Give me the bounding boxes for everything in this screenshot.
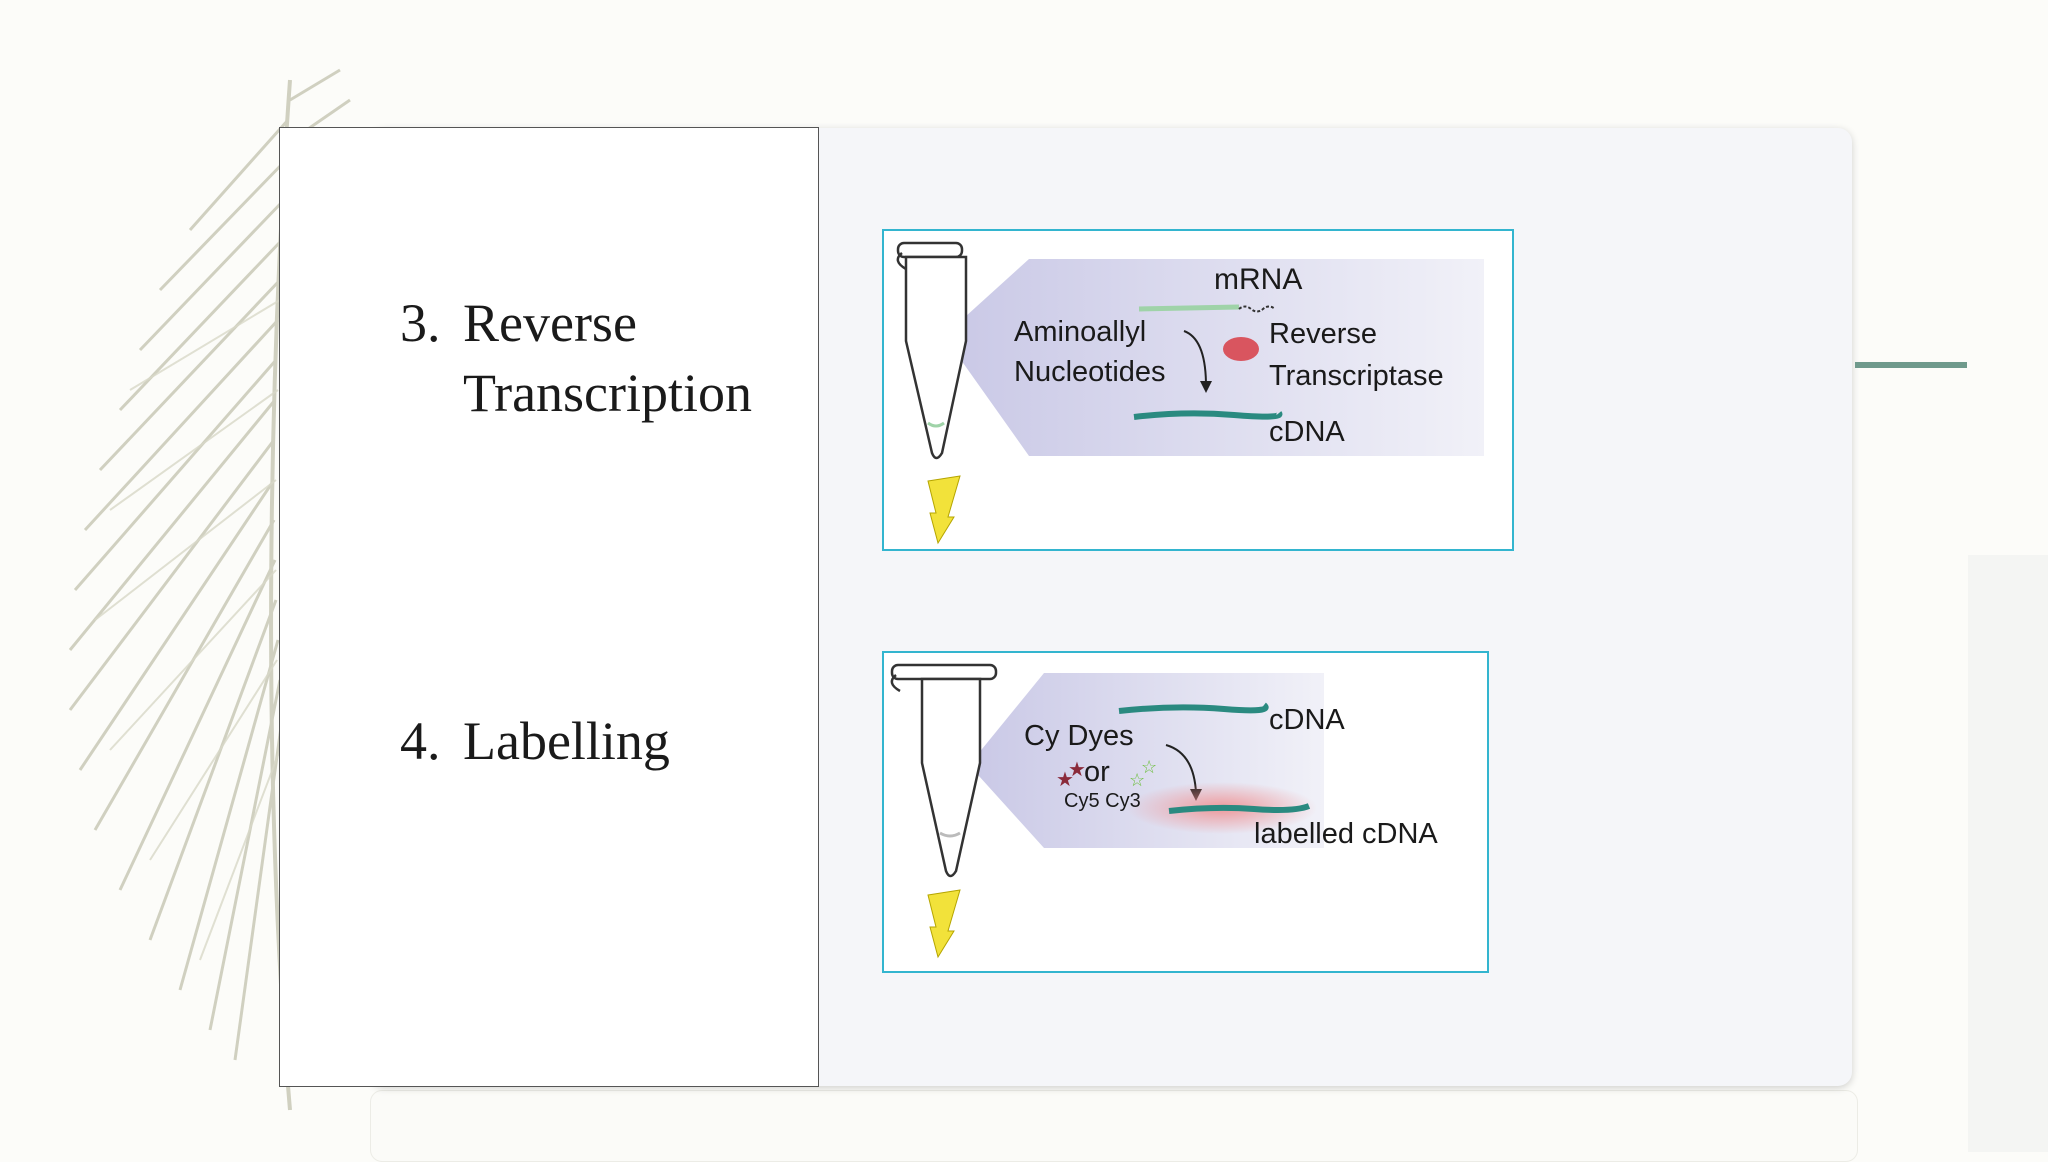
step-title-line1: Labelling	[463, 711, 670, 771]
cy3-star-icon: ☆	[1141, 757, 1157, 777]
microcentrifuge-tube-icon	[890, 663, 998, 878]
transcriptase-label: Transcriptase	[1269, 360, 1444, 392]
right-edge-panel	[1968, 555, 2048, 1152]
step-title-line1: Reverse	[463, 293, 637, 353]
labelled-cdna-strand	[1168, 803, 1311, 814]
aminoallyl-label: Aminoallyl	[1014, 316, 1146, 348]
accent-line	[1855, 362, 1967, 368]
cdna-label: cDNA	[1269, 704, 1345, 736]
cdna-strand	[1118, 702, 1269, 714]
background-card-lower	[370, 1090, 1858, 1162]
fern-leaf-decoration	[68, 68, 376, 1111]
labelled-cdna-label: labelled cDNA	[1254, 818, 1438, 850]
labelling-figure: ★ ★ ☆ ☆ cDNA Cy Dyes or Cy5 Cy3 labelled…	[882, 651, 1489, 973]
mrna-label: mRNA	[1214, 263, 1302, 296]
or-label: or	[1084, 756, 1110, 788]
reverse-label: Reverse	[1269, 318, 1377, 350]
step-number: 3.	[400, 293, 441, 353]
cdna-label: cDNA	[1269, 416, 1345, 448]
cy5-star-icon: ★	[1068, 759, 1086, 781]
nucleotides-label: Nucleotides	[1014, 356, 1166, 388]
cy5-star-icon: ★	[1056, 769, 1074, 791]
reverse-transcription-figure: mRNA Aminoallyl Nucleotides Reverse Tran…	[882, 229, 1514, 551]
reaction-arrow	[1183, 330, 1207, 387]
step-reverse-transcription: 3. Reverse Transcription	[400, 288, 752, 428]
step-number: 4.	[400, 711, 441, 771]
step-title-line2: Transcription	[463, 363, 753, 423]
reaction-chevron	[944, 259, 1484, 456]
cy-dyes-label: Cy Dyes	[1024, 720, 1134, 752]
step-labelling: 4. Labelling	[400, 706, 670, 776]
cdna-strand	[1133, 410, 1283, 420]
mrna-strand	[1138, 304, 1240, 312]
process-arrow-icon	[927, 889, 961, 959]
steps-text-panel: 3. Reverse Transcription 4. Labelling	[279, 127, 819, 1087]
process-arrow-icon	[927, 475, 961, 545]
reverse-transcriptase-enzyme	[1223, 337, 1259, 361]
cy3-star-icon: ☆	[1129, 770, 1145, 790]
cy5-cy3-label: Cy5 Cy3	[1064, 790, 1141, 812]
microcentrifuge-tube-icon	[896, 241, 968, 460]
